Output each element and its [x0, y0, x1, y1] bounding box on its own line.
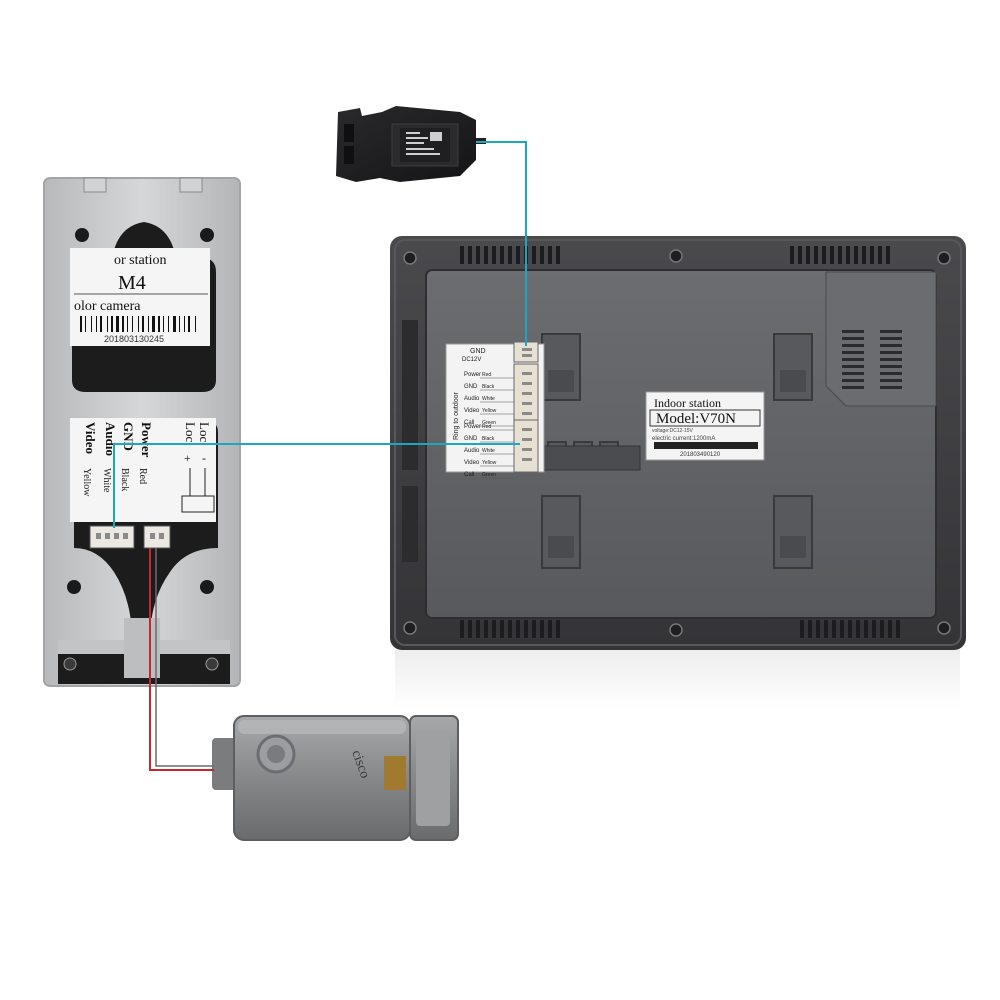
terminal-pin-name: Call: [464, 420, 474, 426]
outdoor-pin-color: Red: [137, 468, 148, 484]
terminal-pin-color: Green: [482, 472, 496, 478]
power-adapter: [336, 106, 486, 182]
screw-icon: [403, 249, 951, 637]
terminal-pin-name: Video: [464, 460, 480, 466]
lock-minus: -: [202, 451, 206, 465]
terminal-side-label: Ring to outdoor: [453, 391, 460, 440]
outdoor-pin-name: Video: [83, 422, 98, 454]
terminal-pin-color: Red: [482, 424, 491, 430]
terminal-pin-color: White: [482, 448, 495, 454]
terminal-pin-color: Black: [482, 436, 495, 442]
lock-label-2: Loc: [197, 422, 212, 442]
lock-label-1: Loc: [183, 422, 198, 442]
outdoor-pin-color: White: [101, 468, 112, 493]
terminal-pin-color: Red: [482, 372, 491, 378]
outdoor-pin-name: Audio: [103, 422, 118, 456]
terminal-pin-color: Yellow: [482, 460, 497, 466]
sticker-header: or station: [114, 253, 167, 268]
terminal-pin-color: White: [482, 396, 495, 402]
terminal-pin-name: Power: [464, 372, 481, 378]
electric-lock: cisco: [212, 715, 459, 841]
terminal-pin-color: Black: [482, 384, 495, 390]
terminal-pin-name: GND: [464, 436, 478, 442]
screw-hole-icon: [67, 228, 214, 594]
outdoor-pin-name: GND: [121, 422, 136, 451]
wire-power: [476, 141, 527, 346]
terminal-pin-name: Audio: [464, 448, 480, 454]
camera-sticker: or station M4 olor camera 201803130245: [70, 248, 210, 346]
wire-outdoor-indoor: [113, 443, 520, 528]
outdoor-pin-color: Yellow: [81, 468, 92, 497]
terminal-pin-name: Power: [464, 424, 481, 430]
terminal-pin-name: Audio: [464, 396, 480, 402]
label-model: Model:V70N: [656, 411, 736, 427]
sticker-serial: 201803130245: [104, 334, 164, 344]
outdoor-pin-color: Black: [119, 468, 130, 491]
label-voltage: voltage:DC12-15V: [652, 428, 694, 434]
lock-plus: +: [184, 451, 191, 465]
terminal-gnd-label: GND: [470, 348, 486, 355]
label-serial: 201803490120: [680, 452, 721, 458]
outdoor-camera-unit: or station M4 olor camera 201803130245 P…: [43, 177, 241, 687]
model-label: Indoor station Model:V70N voltage:DC12-1…: [645, 391, 765, 461]
terminal-pin-color: Yellow: [482, 408, 497, 414]
terminal-pin-name: Video: [464, 408, 480, 414]
outdoor-pin-name: Power: [139, 422, 154, 458]
label-header: Indoor station: [654, 396, 721, 410]
terminal-pin-name: Call: [464, 472, 474, 478]
sticker-model: M4: [118, 272, 146, 294]
barcode-icon: [80, 316, 196, 332]
label-current: electric current:1200mA: [652, 436, 715, 442]
terminal-pin-color: Green: [482, 420, 496, 426]
wire-lock: [149, 548, 214, 771]
terminal-pin-name: GND: [464, 384, 478, 390]
sticker-desc: olor camera: [74, 299, 141, 314]
terminal-dc-label: DC12V: [462, 357, 481, 363]
